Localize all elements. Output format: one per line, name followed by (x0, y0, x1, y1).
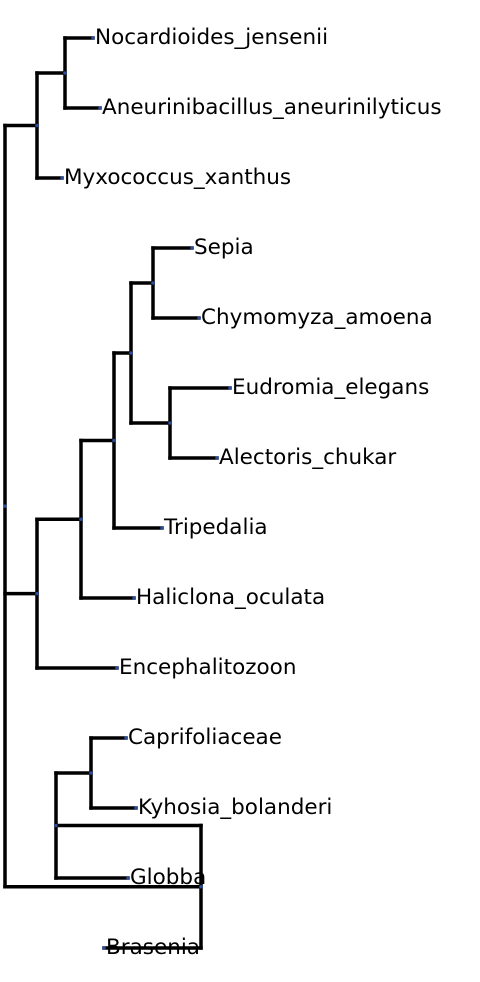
internal-node-marker (129, 351, 133, 355)
tip-label-chymomyza-amoena: Chymomyza_amoena (201, 305, 433, 330)
tip-node-marker (134, 806, 138, 810)
internal-node-marker (35, 591, 39, 596)
internal-node-marker (79, 517, 83, 522)
internal-node-marker (35, 123, 39, 128)
tip-label-haliclona-oculata: Haliclona_oculata (136, 585, 325, 610)
tip-label-encephalitozoon: Encephalitozoon (119, 655, 296, 680)
internal-node-marker (54, 823, 58, 828)
tip-node-marker (197, 316, 201, 320)
tip-label-myxococcus-xanthus: Myxococcus_xanthus (64, 165, 291, 190)
tree-node-markers (3, 36, 232, 950)
tip-label-caprifoliaceae: Caprifoliaceae (128, 725, 282, 750)
tip-node-marker (124, 736, 128, 740)
internal-node-marker (151, 281, 155, 285)
tip-label-aneurinibacillus-aneurinilyticus: Aneurinibacillus_aneurinilyticus (102, 95, 442, 120)
tip-label-eudromia-elegans: Eudromia_elegans (232, 375, 429, 400)
tip-node-marker (215, 456, 219, 460)
tip-node-marker (126, 876, 130, 880)
internal-node-marker (199, 884, 203, 889)
tip-node-marker (98, 106, 102, 110)
tip-node-marker (190, 246, 194, 250)
tip-label-nocardioides-jensenii: Nocardioides_jensenii (95, 25, 328, 50)
internal-node-marker (3, 504, 7, 508)
tip-node-marker (132, 596, 136, 600)
tip-node-marker (60, 176, 64, 180)
internal-node-marker (89, 771, 93, 775)
internal-node-marker (63, 71, 67, 75)
tree-tip-labels: Nocardioides_jensenii Aneurinibacillus_a… (64, 25, 442, 960)
tip-node-marker (91, 36, 95, 40)
tip-node-marker (160, 526, 164, 530)
tip-label-alectoris-chukar: Alectoris_chukar (219, 445, 396, 470)
tip-label-tripedalia: Tripedalia (163, 515, 268, 540)
tip-node-marker (228, 386, 232, 390)
tip-node-marker (102, 946, 106, 950)
tip-label-brasenia: Brasenia (106, 935, 200, 960)
internal-node-marker (112, 438, 116, 443)
internal-node-marker (168, 421, 172, 425)
tip-label-kyhosia-bolanderi: Kyhosia_bolanderi (138, 795, 332, 820)
tip-label-globba: Globba (130, 865, 206, 890)
tip-node-marker (115, 666, 119, 670)
tip-label-sepia: Sepia (194, 235, 254, 260)
